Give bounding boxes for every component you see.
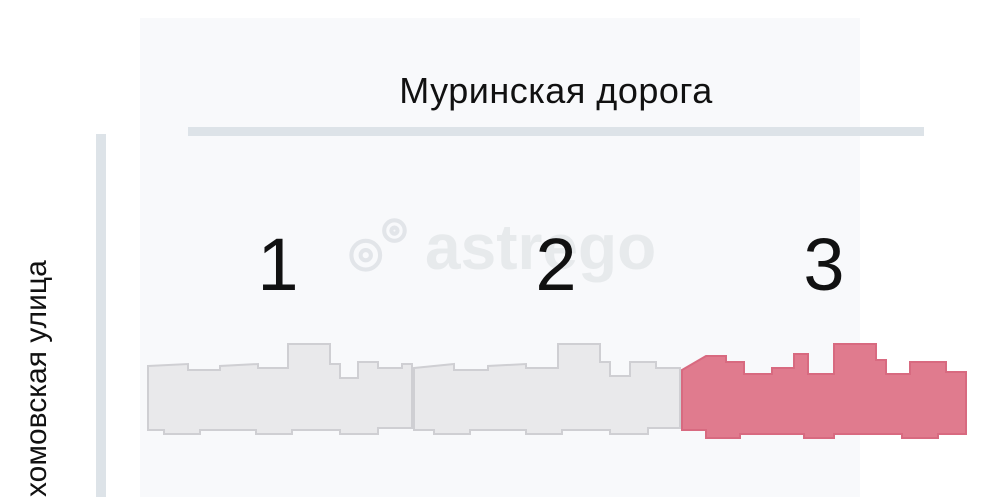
- building-queue-1[interactable]: [147, 343, 413, 435]
- building-plan: [147, 343, 967, 439]
- road-side: [96, 134, 106, 497]
- gear-icon: [349, 218, 407, 272]
- road-top: [188, 127, 924, 136]
- building-queue-3[interactable]: [681, 343, 967, 439]
- road-label-side: хомовская улица: [20, 260, 53, 497]
- watermark: astrego: [335, 206, 656, 288]
- watermark-text: astrego: [425, 211, 657, 283]
- queue-number-3: 3: [803, 223, 845, 306]
- building-queue-2[interactable]: [413, 343, 681, 435]
- road-label-top: Муринская дорога: [399, 70, 713, 111]
- queue-number-2: 2: [535, 223, 577, 306]
- queue-number-1: 1: [257, 223, 299, 306]
